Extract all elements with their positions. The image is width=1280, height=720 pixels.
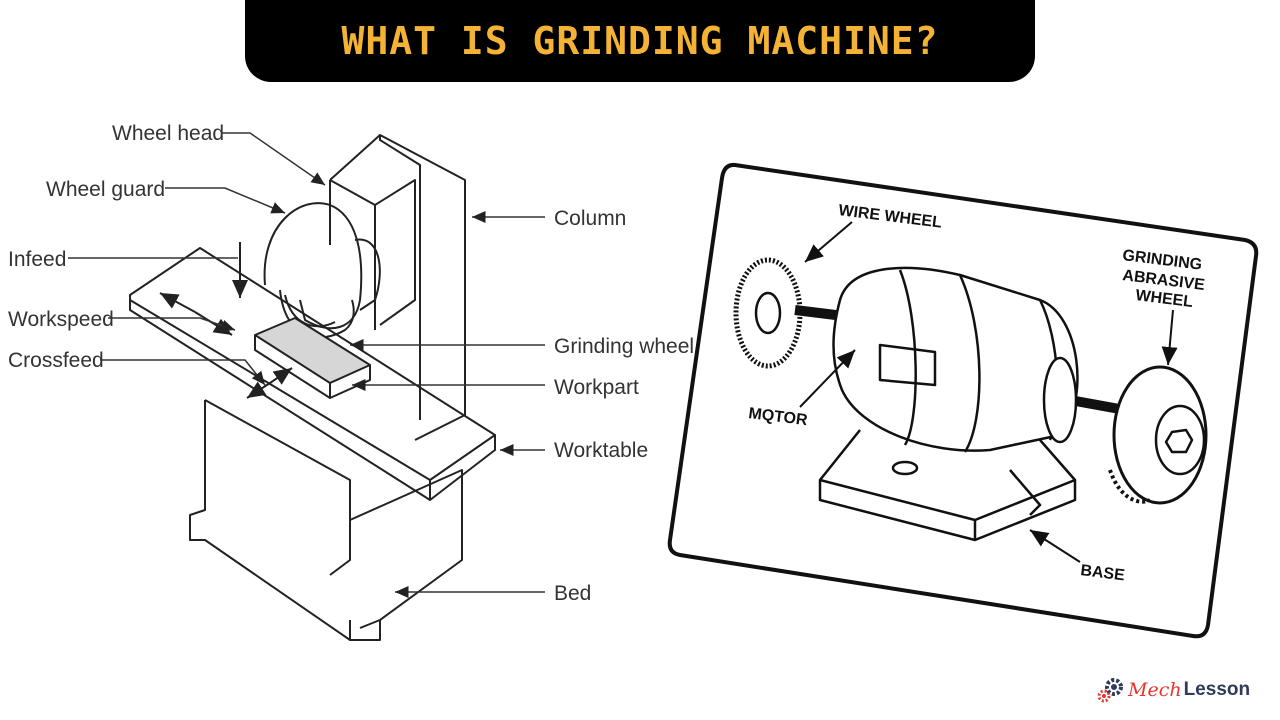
label-workspeed: Workspeed (8, 308, 114, 331)
label-workpart: Workpart (554, 376, 639, 399)
label-infeed: Infeed (8, 248, 66, 271)
label-wire-wheel: WIRE WHEEL (838, 202, 944, 232)
wheel-head-shape (329, 179, 416, 326)
label-wheel-guard: Wheel guard (46, 178, 165, 201)
label-crossfeed: Crossfeed (8, 349, 104, 372)
label-column: Column (554, 207, 626, 230)
title-banner: WHAT IS GRINDING MACHINE? (245, 0, 1035, 82)
label-grinding-wheel: Grinding wheel (554, 335, 694, 358)
page-title: WHAT IS GRINDING MACHINE? (341, 19, 939, 63)
label-grinding-1: GRINDING (1122, 247, 1203, 274)
label-bed: Bed (554, 582, 591, 605)
label-worktable: Worktable (554, 439, 648, 462)
wheel-guard-shape (263, 202, 363, 330)
wire-wheel-shape (733, 257, 803, 369)
label-grinding-3: WHEEL (1135, 287, 1195, 311)
column-shape (329, 134, 466, 441)
worktable-shape (129, 247, 496, 481)
label-base: BASE (1080, 562, 1127, 584)
base-shape (818, 429, 1077, 542)
label-grinding-2: ABRASIVE (1122, 267, 1206, 294)
workpart-shape (254, 317, 371, 384)
gear-icon (1097, 678, 1123, 703)
grinding-abrasive-wheel-shape (1112, 365, 1208, 505)
surface-grinder-diagram: Wheel head Wheel guard Infeed Workspeed … (8, 122, 694, 641)
label-wheel-head: Wheel head (112, 122, 224, 145)
brand-mech: Mech (1128, 679, 1182, 701)
bench-grinder-frame (667, 162, 1259, 639)
brand-lesson: Lesson (1183, 679, 1251, 700)
motor-shape (832, 266, 1079, 452)
label-motor: MQTOR (748, 405, 809, 429)
